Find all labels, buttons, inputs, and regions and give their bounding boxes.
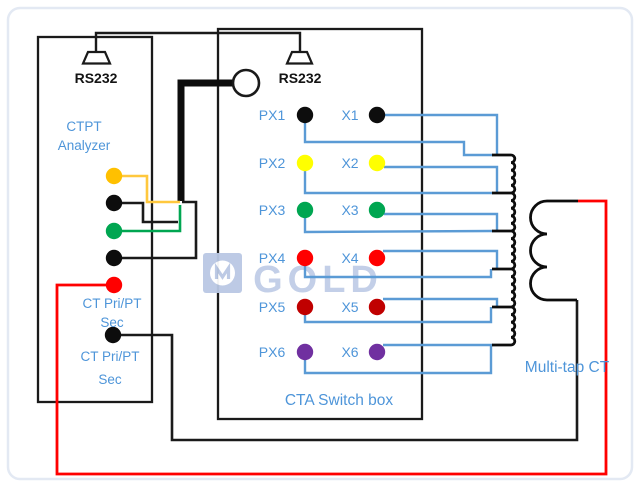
multi-tap-ct-label: Multi-tap CT [525,359,610,376]
red-primary-wire [55,199,608,476]
watermark-logo-icon [203,253,242,293]
x1-wire [384,113,499,155]
switch-box-terminals [296,106,386,361]
rs232-link-wire [94,31,302,52]
analyzer-terminals [104,167,123,344]
analyzer-title-line1: CTPT [66,119,101,134]
orange-terminal-dot [105,167,123,185]
rs232-label-right: RS232 [279,70,322,86]
x1-dot [368,106,386,124]
x2-label: X2 [341,155,358,171]
black-lead-wire-2 [114,200,198,260]
tap-wires [303,113,499,375]
px3-label: PX3 [259,202,286,218]
ct-pri-pt-sec-label2-line1: CT Pri/PT [80,349,139,364]
px4-wire [303,266,493,279]
px2-wire [303,171,493,195]
x4-dot [368,249,386,267]
watermark: GOLD [203,253,383,301]
black-terminal-dot-3 [104,326,122,344]
rs232-cable [177,79,237,201]
black-return-wire [113,300,579,442]
ct-pri-pt-sec-label1-line2: Sec [100,315,124,330]
green-terminal-dot [105,222,123,240]
px6-wire [303,345,493,375]
rs232-port-circle [231,68,261,98]
black-terminal-dot-2 [105,249,123,267]
px3-wire [303,218,494,234]
px1-wire [303,123,493,157]
switch-box-title: CTA Switch box [285,392,394,409]
secondary-winding [510,153,517,347]
x3-wire [384,212,499,231]
x2-dot [368,154,386,172]
rs232-label-left: RS232 [75,70,118,86]
px1-dot [296,106,314,124]
tap-stubs [492,153,511,347]
px5-dot [296,298,314,316]
x3-dot [368,201,386,219]
px1-label: PX1 [259,107,286,123]
page-border [6,6,634,481]
analyzer-title-line2: Analyzer [58,138,111,153]
green-lead-wire [114,205,182,233]
x6-dot [368,343,386,361]
px6-dot [296,343,314,361]
x5-dot [368,298,386,316]
rs232-connector-left-icon [81,50,112,65]
multi-tap-ct-symbol [492,153,578,347]
x3-label: X3 [341,202,358,218]
primary-winding [529,199,578,302]
px6-label: PX6 [259,344,286,360]
x5-label: X5 [341,299,358,315]
ct-pri-pt-sec-label1-line1: CT Pri/PT [82,296,141,311]
x5-wire [383,297,499,307]
watermark-text: GOLD [253,259,383,301]
x6-label: X6 [341,344,358,360]
px3-dot [296,201,314,219]
ct-pri-pt-sec-label2-line2: Sec [98,372,122,387]
px5-label: PX5 [259,299,286,315]
x4-label: X4 [341,250,358,266]
px4-label: PX4 [259,250,286,266]
orange-lead-wire [114,174,180,204]
black-terminal-dot-1 [105,194,123,212]
row-labels: PX1 X1 PX2 X2 PX3 X3 PX4 X4 PX5 X5 PX6 X… [259,107,359,360]
red-terminal-dot [105,276,123,294]
px4-dot [296,249,314,267]
x4-wire [383,249,499,269]
rs232-connector-right-icon [285,50,314,65]
px2-label: PX2 [259,155,286,171]
px2-dot [296,154,314,172]
x1-label: X1 [341,107,358,123]
cta-switch-box [216,27,424,421]
black-lead-wire-1 [114,201,178,224]
x2-wire [384,165,499,193]
px5-wire [303,307,493,324]
ctpt-analyzer-box [36,35,154,404]
